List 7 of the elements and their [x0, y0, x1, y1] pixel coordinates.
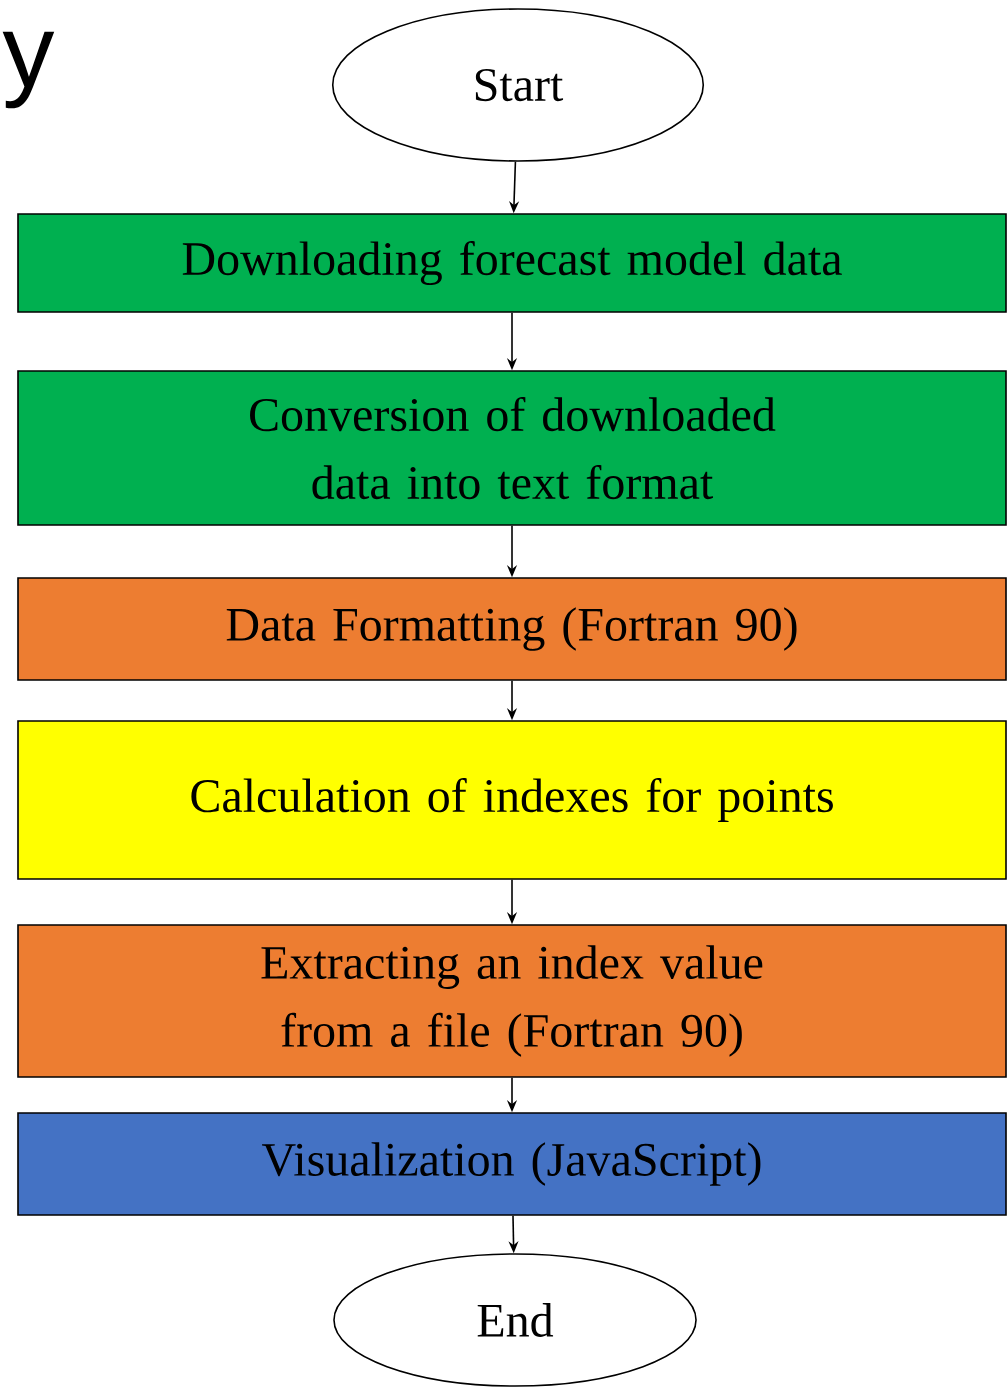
process-box: Data Formatting (Fortran 90): [17, 577, 1007, 681]
title-fragment: y: [2, 31, 55, 109]
process-box: Downloading forecast model data: [17, 213, 1007, 313]
process-box: Extracting an index value from a file (Fortran 90): [17, 924, 1007, 1078]
process-box: Conversion of downloaded data into text format: [17, 370, 1007, 526]
process-box: Calculation of indexes for points: [17, 720, 1007, 880]
process-box: Visualization (JavaScript): [17, 1112, 1007, 1216]
